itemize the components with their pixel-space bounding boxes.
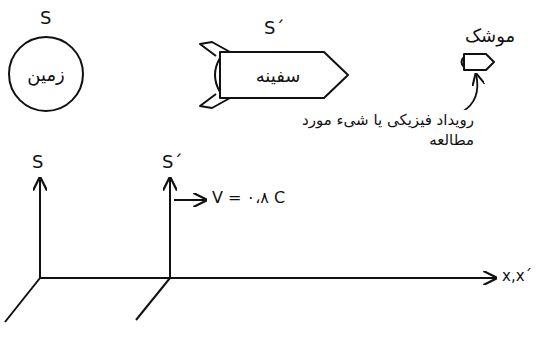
velocity-label: V = ٠،٨ C	[210, 187, 287, 209]
ship-outline	[200, 42, 348, 108]
y-axis	[169, 178, 171, 278]
node-label: سفینه	[198, 46, 350, 104]
earth-circle: Sزمین	[8, 36, 84, 112]
y-axis	[39, 178, 41, 278]
x-axis	[40, 277, 496, 279]
node-heading: S	[38, 7, 53, 28]
z-axis	[136, 278, 170, 320]
frame-name: S	[30, 150, 45, 174]
frame-name: S´	[160, 150, 184, 174]
rocket-outline	[462, 54, 495, 70]
node-label: زمین	[8, 36, 84, 112]
z-axis	[5, 278, 40, 322]
leader-arrow	[462, 74, 477, 112]
node-heading: S´	[262, 17, 286, 38]
axis-label: x,x´	[500, 266, 534, 286]
rocket-shape-outline	[462, 54, 494, 70]
callout-note: رویداد فیزیکی یا شیء مورد مطالعه	[296, 110, 476, 151]
node-heading: موشک	[463, 25, 517, 46]
spaceship-shape: S´سفینه	[198, 46, 350, 104]
circle-outline	[9, 37, 83, 111]
rocket-shape: موشک	[462, 54, 494, 70]
velocity-arrow	[174, 199, 206, 201]
